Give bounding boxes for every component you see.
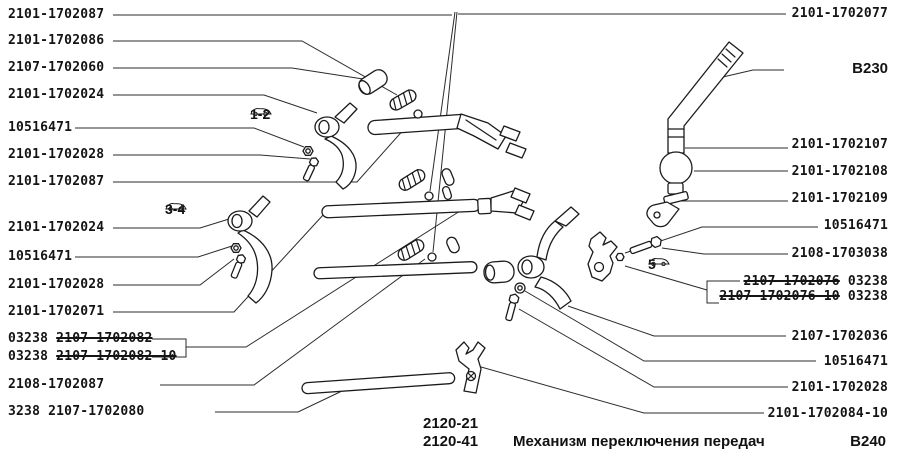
part-label: 2108-1703038	[792, 247, 888, 261]
rod-bushing-top	[358, 69, 388, 95]
part-number-superseded: 2107-1702082	[56, 331, 153, 346]
nut-bolt-fork-3-4	[230, 243, 247, 279]
part-number: 03238	[839, 289, 888, 304]
part-number: 2101-1702024	[8, 87, 105, 102]
part-number: 2101-1702087	[8, 174, 105, 189]
part-label: 10516471	[824, 219, 888, 233]
part-label: 2101-1702028	[792, 381, 888, 395]
part-label: 10516471	[824, 355, 888, 369]
part-number: 10516471	[823, 354, 888, 369]
car-icon	[250, 108, 272, 116]
rod-bushing	[483, 260, 515, 284]
fork-5th-drawing	[517, 206, 580, 310]
shift-rod-1-2-drawing	[367, 113, 527, 159]
part-label: 10516471	[8, 121, 72, 135]
part-number-superseded: 2107-1702082-10	[56, 349, 177, 364]
part-label: 2107-1702076-10 03238	[719, 290, 888, 304]
part-label: 2101-1702087	[8, 175, 104, 189]
part-label: 3238 2107-1702080	[8, 405, 144, 419]
callout-fork-5: 5	[648, 256, 670, 272]
detent-spring-low	[397, 239, 425, 261]
leader-lines	[75, 11, 818, 414]
part-number: 10516471	[8, 120, 73, 135]
part-number: 2101-1702028	[8, 277, 105, 292]
part-number: 2107-1702060	[8, 60, 105, 75]
part-number: 2101-1702109	[791, 191, 888, 206]
part-number: 2101-1702077	[791, 6, 888, 21]
part-label: 2101-1702071	[8, 305, 104, 319]
part-label: 2107-1702060	[8, 61, 104, 75]
part-label: 03238 2107-1702082	[8, 332, 153, 346]
detent-ball-top	[413, 109, 423, 119]
washer-bolt-fork-5th	[505, 282, 526, 322]
part-label: 2107-1702076 03238	[744, 275, 889, 289]
part-label: 2101-1702028	[8, 148, 104, 162]
part-label: 2101-1702084-10	[768, 407, 888, 421]
fork-1-2-drawing	[314, 102, 358, 190]
part-number: 2101-1702086	[8, 33, 105, 48]
part-number: 2101-1702084-10	[767, 406, 888, 421]
fork-3-4-drawing	[227, 195, 273, 304]
blocker-pin-3	[446, 236, 460, 254]
part-label: 2108-1702087	[8, 378, 104, 392]
detent-ball-mid	[424, 191, 434, 201]
part-label: 2101-1702109	[792, 192, 888, 206]
shift-rod-5th-drawing	[313, 260, 515, 284]
part-label: 2101-1702077	[792, 7, 888, 21]
blocker-pin-1	[441, 168, 455, 186]
part-number: 2101-1702108	[791, 164, 888, 179]
part-number-superseded: 2107-1702076-10	[719, 289, 840, 304]
part-number: 2101-1702028	[8, 147, 105, 162]
shift-rod-reverse-drawing	[301, 341, 486, 395]
part-number: 2101-1702107	[791, 137, 888, 152]
detent-spring-mid	[398, 169, 426, 191]
part-label: 2101-1702028	[8, 278, 104, 292]
detent-spring-top	[389, 89, 417, 111]
part-number: 03238	[8, 331, 57, 346]
part-label: 2101-1702024	[8, 221, 104, 235]
gear-lever-drawing	[646, 41, 744, 228]
part-number: 2101-1702071	[8, 304, 105, 319]
blocker-pin-2	[441, 185, 453, 201]
part-number: 03238	[8, 349, 57, 364]
page-code: B240	[850, 433, 886, 450]
part-label: 10516471	[8, 250, 72, 264]
model-code-2: 2120-41	[423, 433, 479, 450]
part-number: 2108-1702087	[8, 377, 105, 392]
part-number: 2101-1702087	[8, 7, 105, 22]
car-icon	[165, 203, 187, 211]
callout-fork-1-2: 1-2	[250, 106, 272, 122]
selector-bracket-drawing	[587, 231, 662, 282]
part-label: 2101-1702086	[8, 34, 104, 48]
part-label: 2101-1702108	[792, 165, 888, 179]
part-number: 2107-1702036	[791, 329, 888, 344]
part-label: 2107-1702036	[792, 330, 888, 344]
part-label: 2101-1702087	[8, 8, 104, 22]
part-number: 10516471	[8, 249, 73, 264]
part-number: 03238	[839, 274, 888, 289]
part-number-superseded: 2107-1702076	[743, 274, 840, 289]
part-number: 2101-1702028	[791, 380, 888, 395]
detent-ball-low	[427, 252, 437, 262]
part-number: 2101-1702024	[8, 220, 105, 235]
part-number: 3238 2107-1702080	[8, 404, 145, 419]
shift-rod-3-4-drawing	[321, 187, 535, 221]
part-number: 10516471	[823, 218, 888, 233]
part-number: B230	[852, 60, 888, 77]
part-number: 2108-1703038	[791, 246, 888, 261]
model-code-1: 2120-21	[423, 415, 479, 432]
part-label: 03238 2107-1702082-10	[8, 350, 177, 364]
part-label: 2101-1702024	[8, 88, 104, 102]
nut-bolt-fork-1-2	[302, 146, 320, 182]
part-label: 2101-1702107	[792, 138, 888, 152]
car-icon	[648, 258, 670, 266]
callout-fork-3-4: 3-4	[165, 201, 187, 217]
part-label: B230	[852, 60, 888, 77]
diagram-title: Механизм переключения передач	[513, 433, 765, 450]
